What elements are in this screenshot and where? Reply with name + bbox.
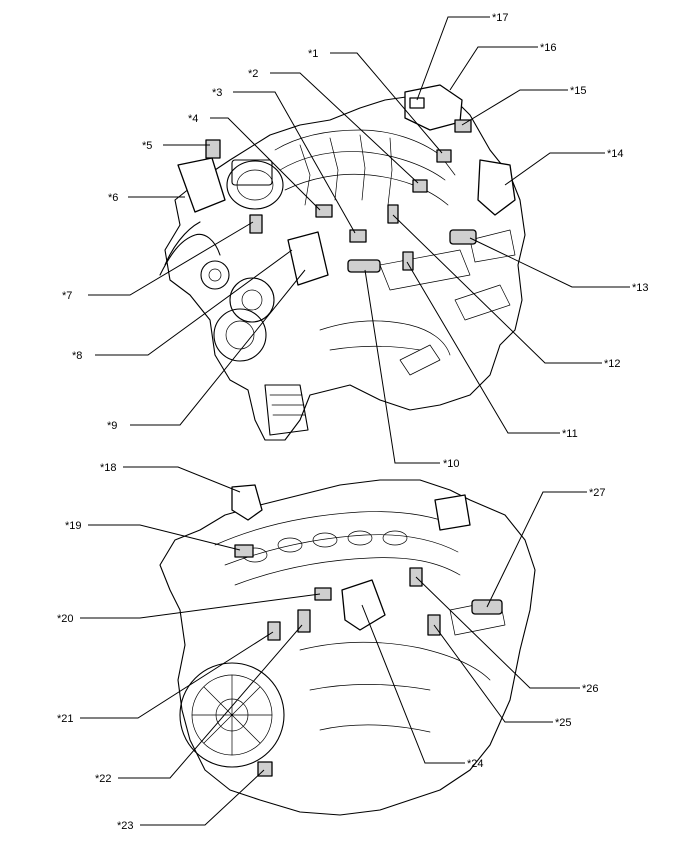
callout-13: *13 xyxy=(632,282,649,294)
callout-labels: *1 *2 *3 *4 *5 *6 *7 *8 *9 *10 *11 *12 *… xyxy=(57,12,649,832)
part-2-sensor xyxy=(412,179,428,193)
part-27-box xyxy=(434,494,471,531)
upper-engine-illustration xyxy=(159,94,526,441)
leader-10 xyxy=(364,269,440,464)
callout-6: *6 xyxy=(108,192,118,204)
part-17-connector xyxy=(409,97,425,109)
callout-4: *4 xyxy=(188,113,198,125)
leader-17 xyxy=(416,16,490,101)
callout-2: *2 xyxy=(248,68,258,80)
leader-1 xyxy=(330,52,443,154)
leader-26 xyxy=(415,576,580,689)
part-5-sensor xyxy=(205,139,221,159)
callout-20: *20 xyxy=(57,613,74,625)
callout-22: *22 xyxy=(95,773,112,785)
callout-23: *23 xyxy=(117,820,134,832)
callout-10: *10 xyxy=(443,458,460,470)
leader-23 xyxy=(140,769,265,826)
leader-13 xyxy=(469,237,630,288)
lower-parts xyxy=(231,484,503,777)
callout-11: *11 xyxy=(562,428,578,440)
leader-24 xyxy=(361,604,465,764)
part-3-sensor xyxy=(349,229,367,243)
leader-27 xyxy=(486,491,587,608)
part-6-valve xyxy=(177,157,226,213)
leader-2 xyxy=(270,72,419,184)
leader-8 xyxy=(95,249,293,356)
leader-16 xyxy=(449,46,538,91)
lower-engine-illustration xyxy=(159,479,536,816)
part-19-rail xyxy=(234,544,254,558)
part-7-sensor xyxy=(249,214,263,234)
part-8-9-box xyxy=(287,231,329,286)
part-13-valve xyxy=(449,229,477,245)
leader-lines xyxy=(80,16,630,826)
callout-21: *21 xyxy=(57,713,74,725)
part-10-sensor xyxy=(347,259,381,273)
callout-12: *12 xyxy=(604,358,621,370)
leader-22 xyxy=(118,624,303,779)
part-11-sensor xyxy=(402,251,414,271)
leader-14 xyxy=(504,152,605,186)
leader-11 xyxy=(406,261,560,434)
callout-16: *16 xyxy=(540,42,557,54)
part-18-pump xyxy=(231,484,263,521)
callout-15: *15 xyxy=(570,85,587,97)
callout-14: *14 xyxy=(607,148,624,160)
part-22-sensor xyxy=(297,609,311,633)
part-12-sensor xyxy=(387,204,399,224)
leader-12 xyxy=(392,214,602,364)
leader-20 xyxy=(80,593,321,619)
part-20-sensor xyxy=(314,587,332,601)
callout-3: *3 xyxy=(212,87,222,99)
callout-18: *18 xyxy=(100,462,117,474)
leader-15 xyxy=(461,89,568,126)
leader-25 xyxy=(433,624,553,723)
leader-4 xyxy=(210,117,321,211)
part-14-pump xyxy=(477,159,516,216)
upper-parts xyxy=(177,84,516,286)
callout-26: *26 xyxy=(582,683,599,695)
callout-5: *5 xyxy=(142,140,152,152)
callout-9: *9 xyxy=(107,420,117,432)
leader-18 xyxy=(123,466,241,493)
leader-7 xyxy=(88,221,254,296)
callout-8: *8 xyxy=(72,350,82,362)
callout-17: *17 xyxy=(492,12,509,24)
callout-1: *1 xyxy=(308,48,318,60)
callout-19: *19 xyxy=(65,520,82,532)
leader-19 xyxy=(88,524,241,551)
callout-7: *7 xyxy=(62,290,72,302)
callout-25: *25 xyxy=(555,717,572,729)
callout-24: *24 xyxy=(467,758,484,770)
leader-9 xyxy=(130,269,306,426)
callout-27: *27 xyxy=(589,487,606,499)
part-21-sensor xyxy=(267,621,281,641)
part-15-connector xyxy=(454,119,472,133)
leader-21 xyxy=(80,631,274,719)
part-24-pump xyxy=(341,579,386,631)
leader-3 xyxy=(233,91,356,234)
part-1-sensor xyxy=(436,149,452,163)
part-4-sensor xyxy=(315,204,333,218)
